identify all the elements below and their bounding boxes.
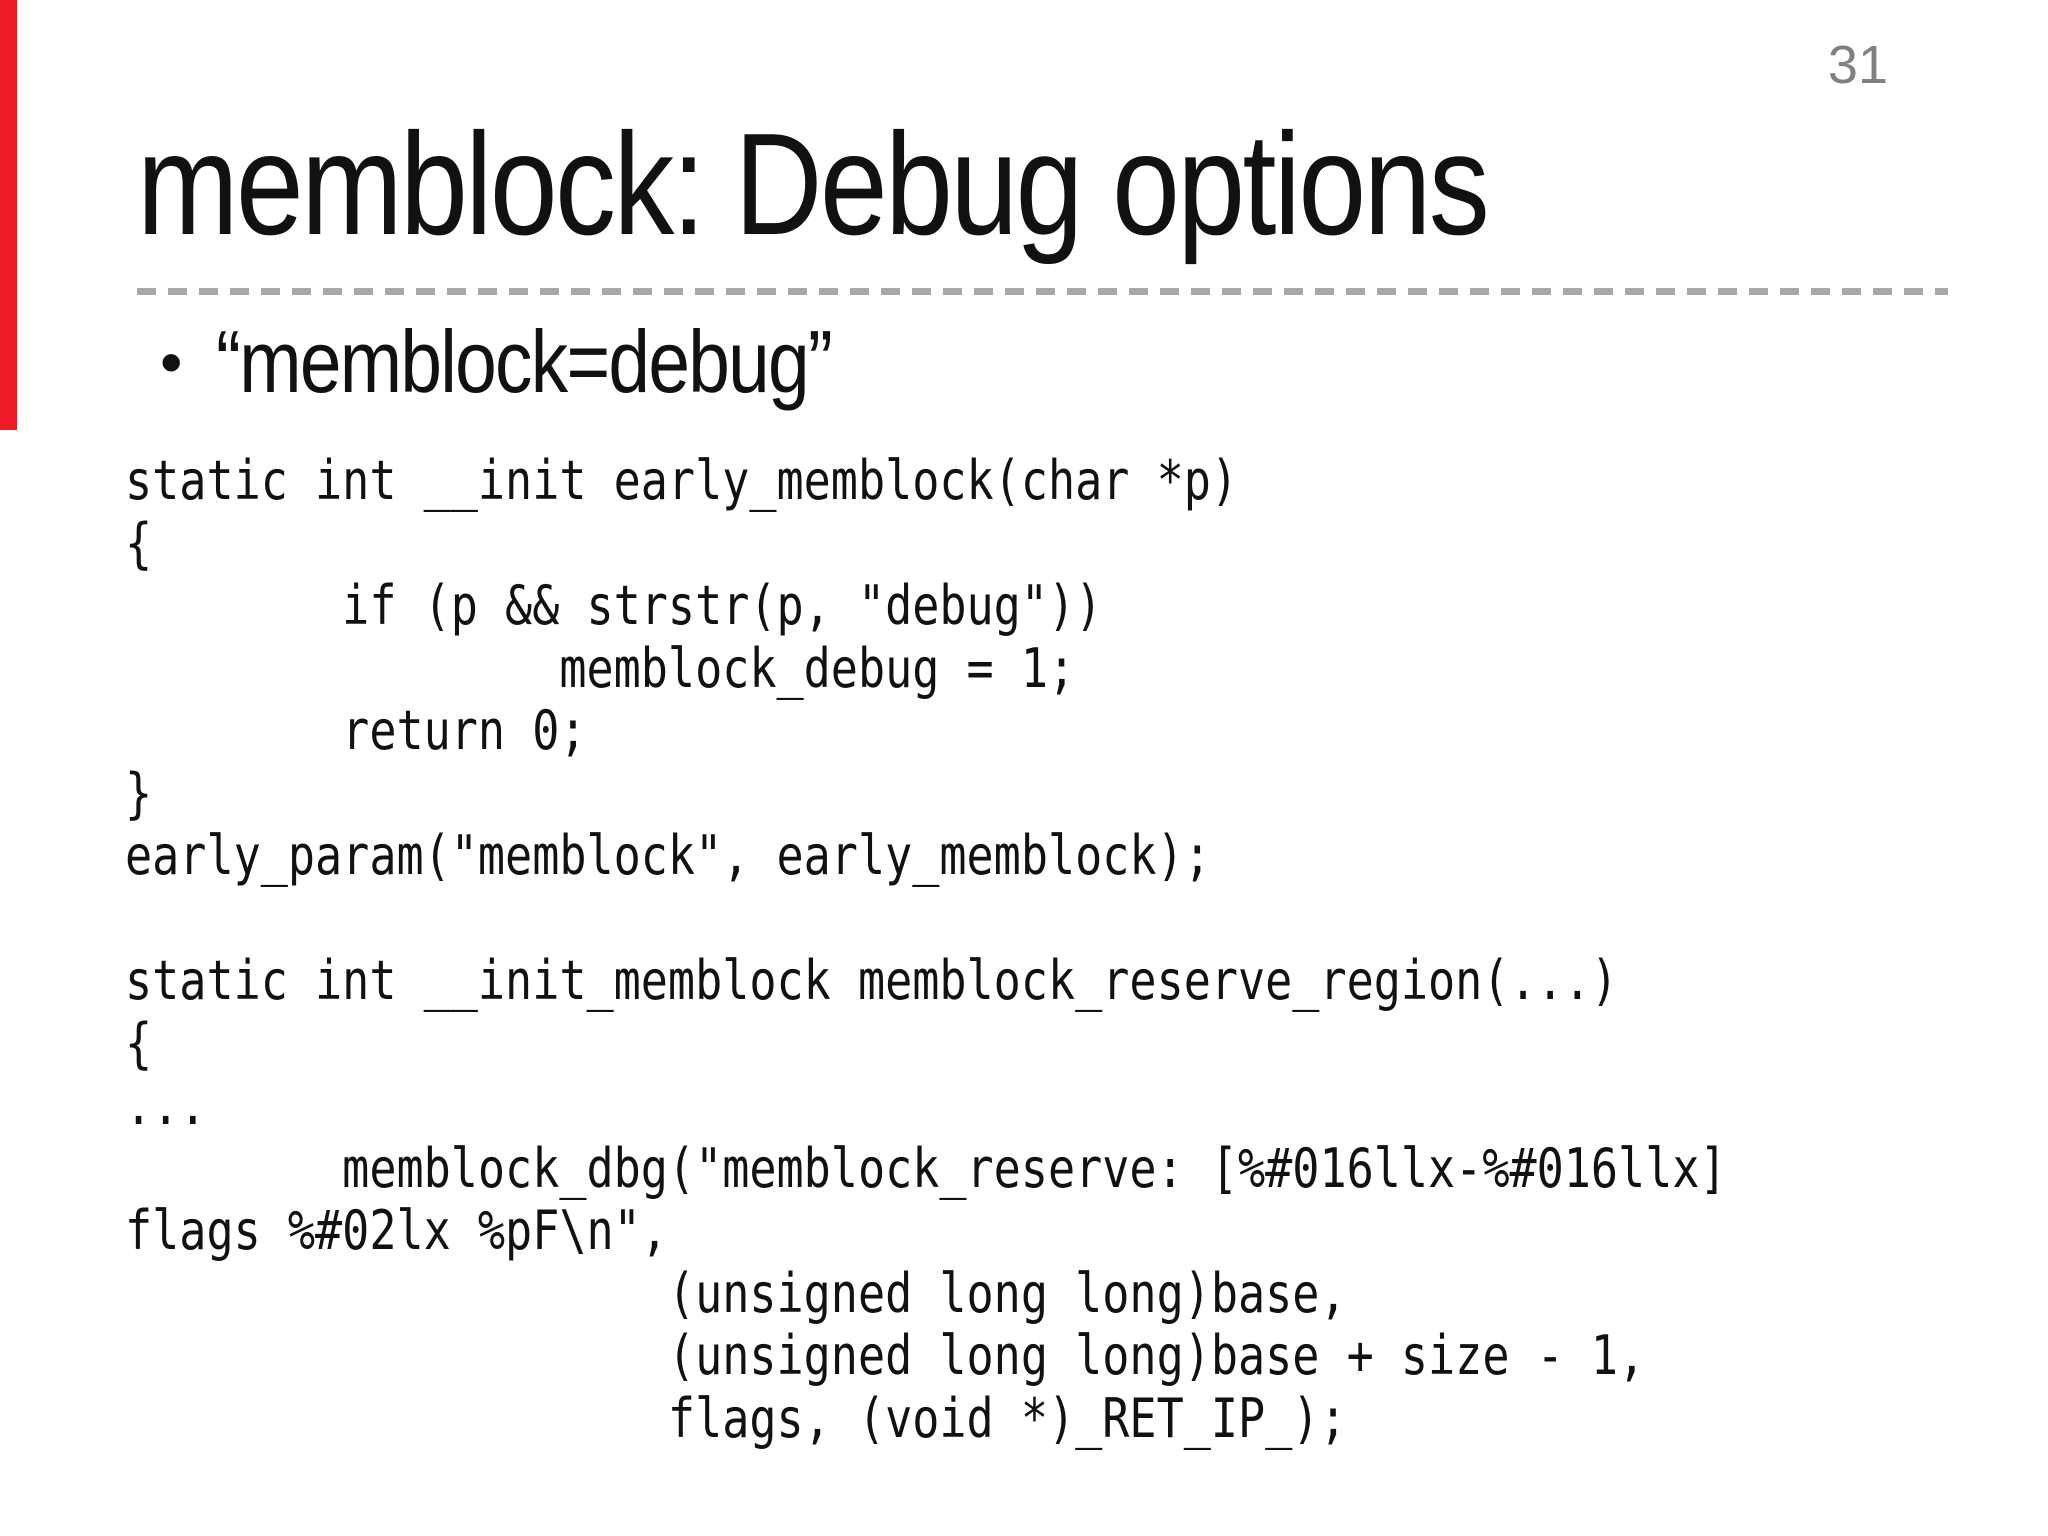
dashed-divider	[137, 288, 1948, 295]
bullet-item: • “memblock=debug”	[160, 318, 940, 406]
code-block: static int __init early_memblock(char *p…	[125, 449, 1727, 1450]
page-number: 31	[1827, 35, 1888, 95]
bullet-text: “memblock=debug”	[216, 312, 833, 411]
slide-title: memblock: Debug options	[137, 103, 1490, 265]
red-accent-bar	[0, 0, 17, 430]
bullet-marker-icon: •	[160, 326, 183, 398]
